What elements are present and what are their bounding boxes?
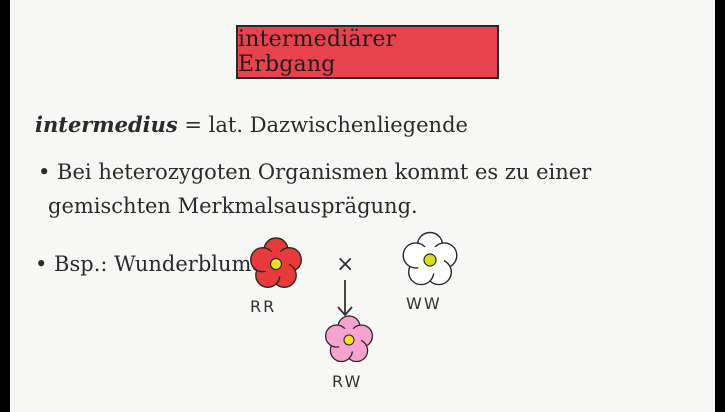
example-label: • Bsp.: Wunderblume <box>35 252 264 276</box>
red-flower-icon <box>250 237 303 289</box>
definition-text: = lat. Dazwischenliegende <box>177 113 468 137</box>
whiteboard: intermediärer Erbgang intermedius = lat.… <box>10 0 715 412</box>
pink-flower-icon <box>324 315 374 363</box>
cross-symbol: × <box>336 252 355 277</box>
genotype-ww: WW <box>406 294 442 313</box>
definition-line: intermedius = lat. Dazwischenliegende <box>35 112 468 137</box>
definition-term: intermedius <box>35 112 178 137</box>
white-flower-icon <box>402 231 458 286</box>
bullet-line-1: • Bei heterozygoten Organismen kommt es … <box>38 160 592 184</box>
page-title: intermediärer Erbgang <box>238 27 397 77</box>
genotype-rw: RW <box>332 372 363 391</box>
genotype-rr: RR <box>250 297 277 316</box>
title-box: intermediärer Erbgang <box>236 25 499 79</box>
bullet-line-2: gemischten Merkmalsausprägung. <box>48 194 418 218</box>
down-arrow-icon <box>337 280 353 317</box>
